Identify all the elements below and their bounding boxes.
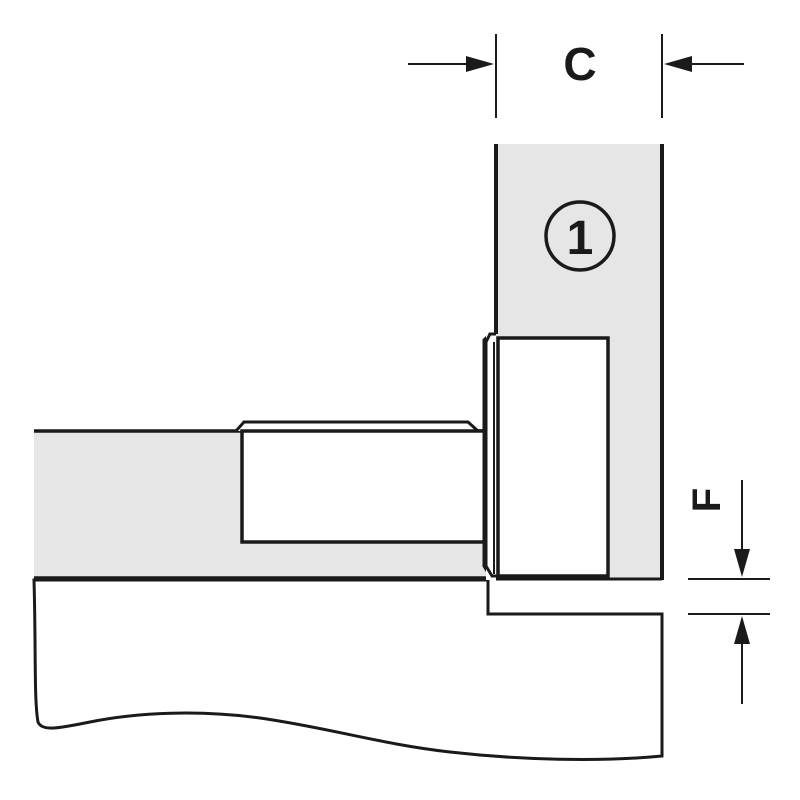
dim-c-arrow-left-head xyxy=(466,56,494,72)
connector-body xyxy=(240,429,488,544)
dim-f-arrow-top-head xyxy=(734,549,750,577)
callout-number: 1 xyxy=(567,212,594,265)
dim-f-arrow-bottom-head xyxy=(734,616,750,644)
connector-flange xyxy=(234,420,480,433)
callout-circle xyxy=(544,200,616,272)
hinge-plate-edge xyxy=(484,332,498,578)
hinge-plate-gap xyxy=(486,334,496,580)
dimension-f-label: F xyxy=(685,488,729,512)
dim-c-arrow-right-head xyxy=(664,56,692,72)
hinge-cup xyxy=(496,336,610,578)
dimension-c-label: C xyxy=(563,38,596,90)
door-panel xyxy=(32,578,664,761)
